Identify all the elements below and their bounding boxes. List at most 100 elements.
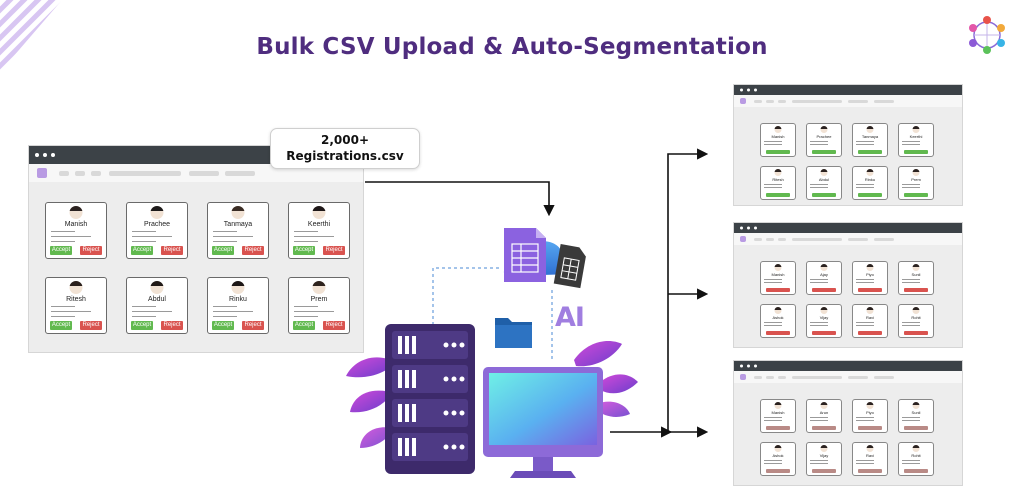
card-name: Manish: [64, 221, 88, 228]
card-detail-line: [902, 417, 920, 418]
card-detail-line: [856, 187, 874, 188]
card-detail-line: [132, 231, 156, 232]
card-detail-line: [856, 279, 874, 280]
card-detail-line: [213, 241, 237, 242]
app-icon: [740, 374, 746, 380]
card-detail-line: [764, 463, 782, 464]
card-detail-line: [132, 306, 156, 307]
avatar: [820, 126, 828, 133]
accept-button[interactable]: Accept: [293, 321, 315, 330]
card-detail-line: [902, 141, 920, 142]
card-name: Arun: [819, 410, 829, 415]
reject-button[interactable]: Reject: [161, 321, 183, 330]
card-detail-line: [810, 325, 828, 326]
card-detail-line: [294, 311, 334, 312]
avatar: [774, 126, 782, 133]
segment-card: Sunil: [898, 261, 934, 295]
reject-button[interactable]: Reject: [242, 321, 264, 330]
segment-card: Vijay: [806, 304, 842, 338]
card-detail-line: [51, 241, 75, 242]
avatar: [912, 307, 920, 314]
card-name: Vijay: [819, 315, 829, 320]
accept-button[interactable]: Accept: [212, 321, 234, 330]
registration-count: 2,000+: [320, 133, 369, 147]
avatar: [866, 402, 874, 409]
reject-button[interactable]: Reject: [242, 246, 264, 255]
accept-button[interactable]: Accept: [50, 321, 72, 330]
reject-button[interactable]: Reject: [323, 321, 345, 330]
card-detail-line: [764, 187, 782, 188]
card-name: Ashok: [772, 453, 784, 458]
avatar: [774, 402, 782, 409]
avatar: [69, 206, 83, 219]
segment-card: Prachee: [806, 123, 842, 157]
segment-card: Manish: [760, 261, 796, 295]
accept-button[interactable]: Accept: [212, 246, 234, 255]
csv-filename: Registrations.csv: [286, 149, 404, 163]
status-mixed-badge: [904, 469, 928, 473]
card-detail-line: [294, 231, 318, 232]
card-detail-line: [810, 417, 828, 418]
segment-card: Ritesh: [760, 166, 796, 200]
status-rejected-badge: [904, 288, 928, 292]
status-rejected-badge: [858, 331, 882, 335]
card-detail-line: [810, 141, 828, 142]
card-name: Tanmaya: [223, 221, 253, 228]
card-detail-line: [810, 460, 828, 461]
card-name: Abdul: [148, 296, 166, 303]
status-mixed-badge: [858, 426, 882, 430]
card-detail-line: [810, 282, 828, 283]
avatar: [820, 307, 828, 314]
segment-card: Piyo: [852, 399, 888, 433]
segment-card: Rohit: [898, 442, 934, 476]
card-detail-line: [810, 420, 828, 421]
reject-button[interactable]: Reject: [80, 246, 102, 255]
reject-button[interactable]: Reject: [161, 246, 183, 255]
card-name: Sunil: [911, 410, 921, 415]
network-logo-icon: [969, 16, 1005, 54]
accept-button[interactable]: Accept: [131, 246, 153, 255]
avatar: [150, 206, 164, 219]
avatar: [774, 169, 782, 176]
avatar: [231, 281, 245, 294]
avatar: [774, 307, 782, 314]
reject-button[interactable]: Reject: [323, 246, 345, 255]
avatar: [312, 281, 326, 294]
status-accepted-badge: [858, 193, 882, 197]
card-detail-line: [856, 463, 874, 464]
card-name: Prachee: [816, 134, 832, 139]
card-detail-line: [902, 463, 920, 464]
status-accepted-badge: [766, 150, 790, 154]
card-name: Ajay: [820, 272, 828, 277]
segment-card: Ravi: [852, 304, 888, 338]
accept-button[interactable]: Accept: [293, 246, 315, 255]
app-icon: [37, 168, 47, 178]
card-detail-line: [902, 184, 920, 185]
card-name: Ritesh: [772, 177, 784, 182]
card-detail-line: [294, 316, 318, 317]
status-accepted-badge: [904, 193, 928, 197]
status-accepted-badge: [766, 193, 790, 197]
card-name: Manish: [771, 272, 785, 277]
card-detail-line: [810, 322, 828, 323]
card-detail-line: [213, 236, 253, 237]
card-detail-line: [51, 311, 91, 312]
reject-button[interactable]: Reject: [80, 321, 102, 330]
accept-button[interactable]: Accept: [131, 321, 153, 330]
folder-icon: [495, 318, 532, 348]
avatar: [820, 402, 828, 409]
card-detail-line: [51, 306, 75, 307]
card-detail-line: [902, 144, 920, 145]
card-detail-line: [764, 141, 782, 142]
card-name: Keerthi: [307, 221, 331, 228]
accept-button[interactable]: Accept: [50, 246, 72, 255]
card-name: Rinku: [864, 177, 876, 182]
card-name: Vijay: [819, 453, 829, 458]
card-detail-line: [294, 236, 334, 237]
